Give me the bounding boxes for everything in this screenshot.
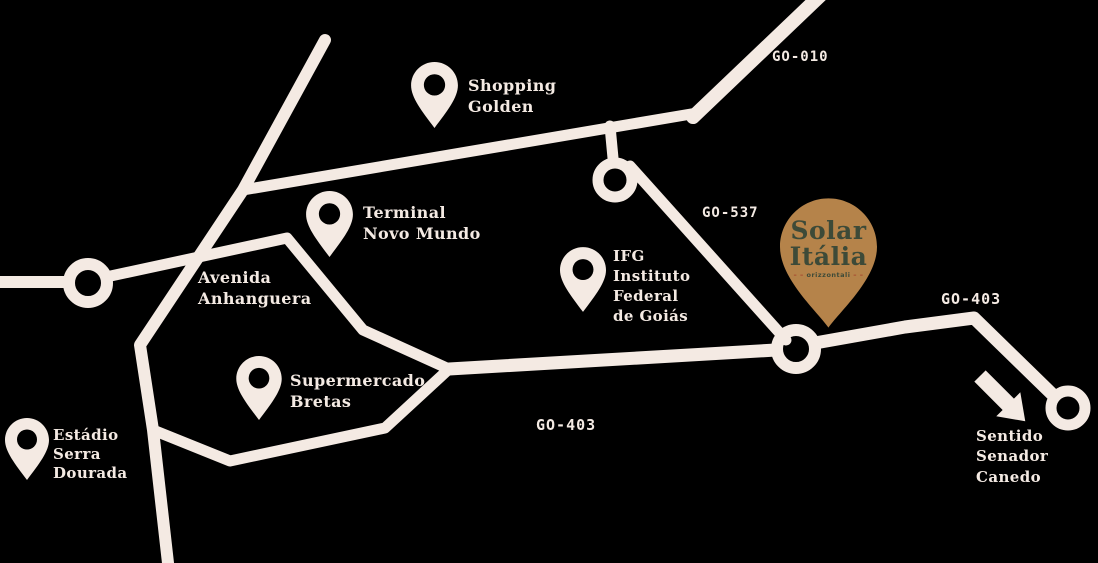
direction-arrow-icon <box>974 370 1026 422</box>
label-shopping-golden: Shopping Golden <box>468 76 557 116</box>
label-estadio-serra-dourada: Estádio Serra Dourada <box>53 426 128 482</box>
map-pin-terminal-novo-mundo-icon <box>306 191 353 257</box>
road-go-403-east <box>808 311 1060 402</box>
label-go-403-south: GO-403 <box>536 416 597 434</box>
road-go-010 <box>686 0 826 124</box>
road-top-avenue <box>237 107 703 196</box>
road-diagonal-avenue <box>134 34 331 563</box>
roundabout-main-ring <box>771 324 821 374</box>
brand-name-line2: Itália <box>789 241 868 271</box>
label-sentido-senador-canedo: Sentido Senador Canedo <box>976 427 1049 486</box>
tagline-dash-right: – – <box>853 271 864 279</box>
road-avenue-loop-north <box>100 232 455 375</box>
label-go-403-east: GO-403 <box>941 290 1002 308</box>
brand-pin-shape-icon <box>780 198 877 328</box>
brand-pin-solar-italia: Solar Itália – – orizzontali – – <box>780 198 877 328</box>
label-terminal-novo-mundo: Terminal Novo Mundo <box>363 203 481 243</box>
roundabout-north-ring <box>592 157 638 203</box>
brand-wordmark: Solar Itália – – orizzontali – – <box>780 218 877 279</box>
label-go-537: GO-537 <box>702 205 759 221</box>
tagline-dash-left: – – <box>793 271 804 279</box>
brand-name-line1: Solar <box>790 216 867 245</box>
roundabout-east-ring <box>1045 385 1091 431</box>
map-pin-supermercado-bretas-icon <box>236 356 282 420</box>
road-go-403-west <box>442 343 783 376</box>
map-pin-ifg-icon <box>560 247 606 312</box>
label-avenida-anhanguera: Avenida Anhanguera <box>198 268 312 308</box>
map-pin-shopping-golden-icon <box>411 62 458 128</box>
label-ifg: IFG Instituto Federal de Goiás <box>613 247 691 326</box>
road-avenue-loop-south <box>147 363 455 467</box>
road-go-537 <box>624 160 792 346</box>
map-pin-estadio-serra-dourada-icon <box>5 418 49 480</box>
label-supermercado-bretas: Supermercado Bretas <box>290 371 426 411</box>
tagline-text: orizzontali <box>806 271 851 279</box>
roundabout-west-ring <box>63 258 113 308</box>
brand-tagline: – – orizzontali – – <box>780 272 877 279</box>
road-roundabout-connector <box>604 120 619 164</box>
label-go-010: GO-010 <box>772 49 829 65</box>
